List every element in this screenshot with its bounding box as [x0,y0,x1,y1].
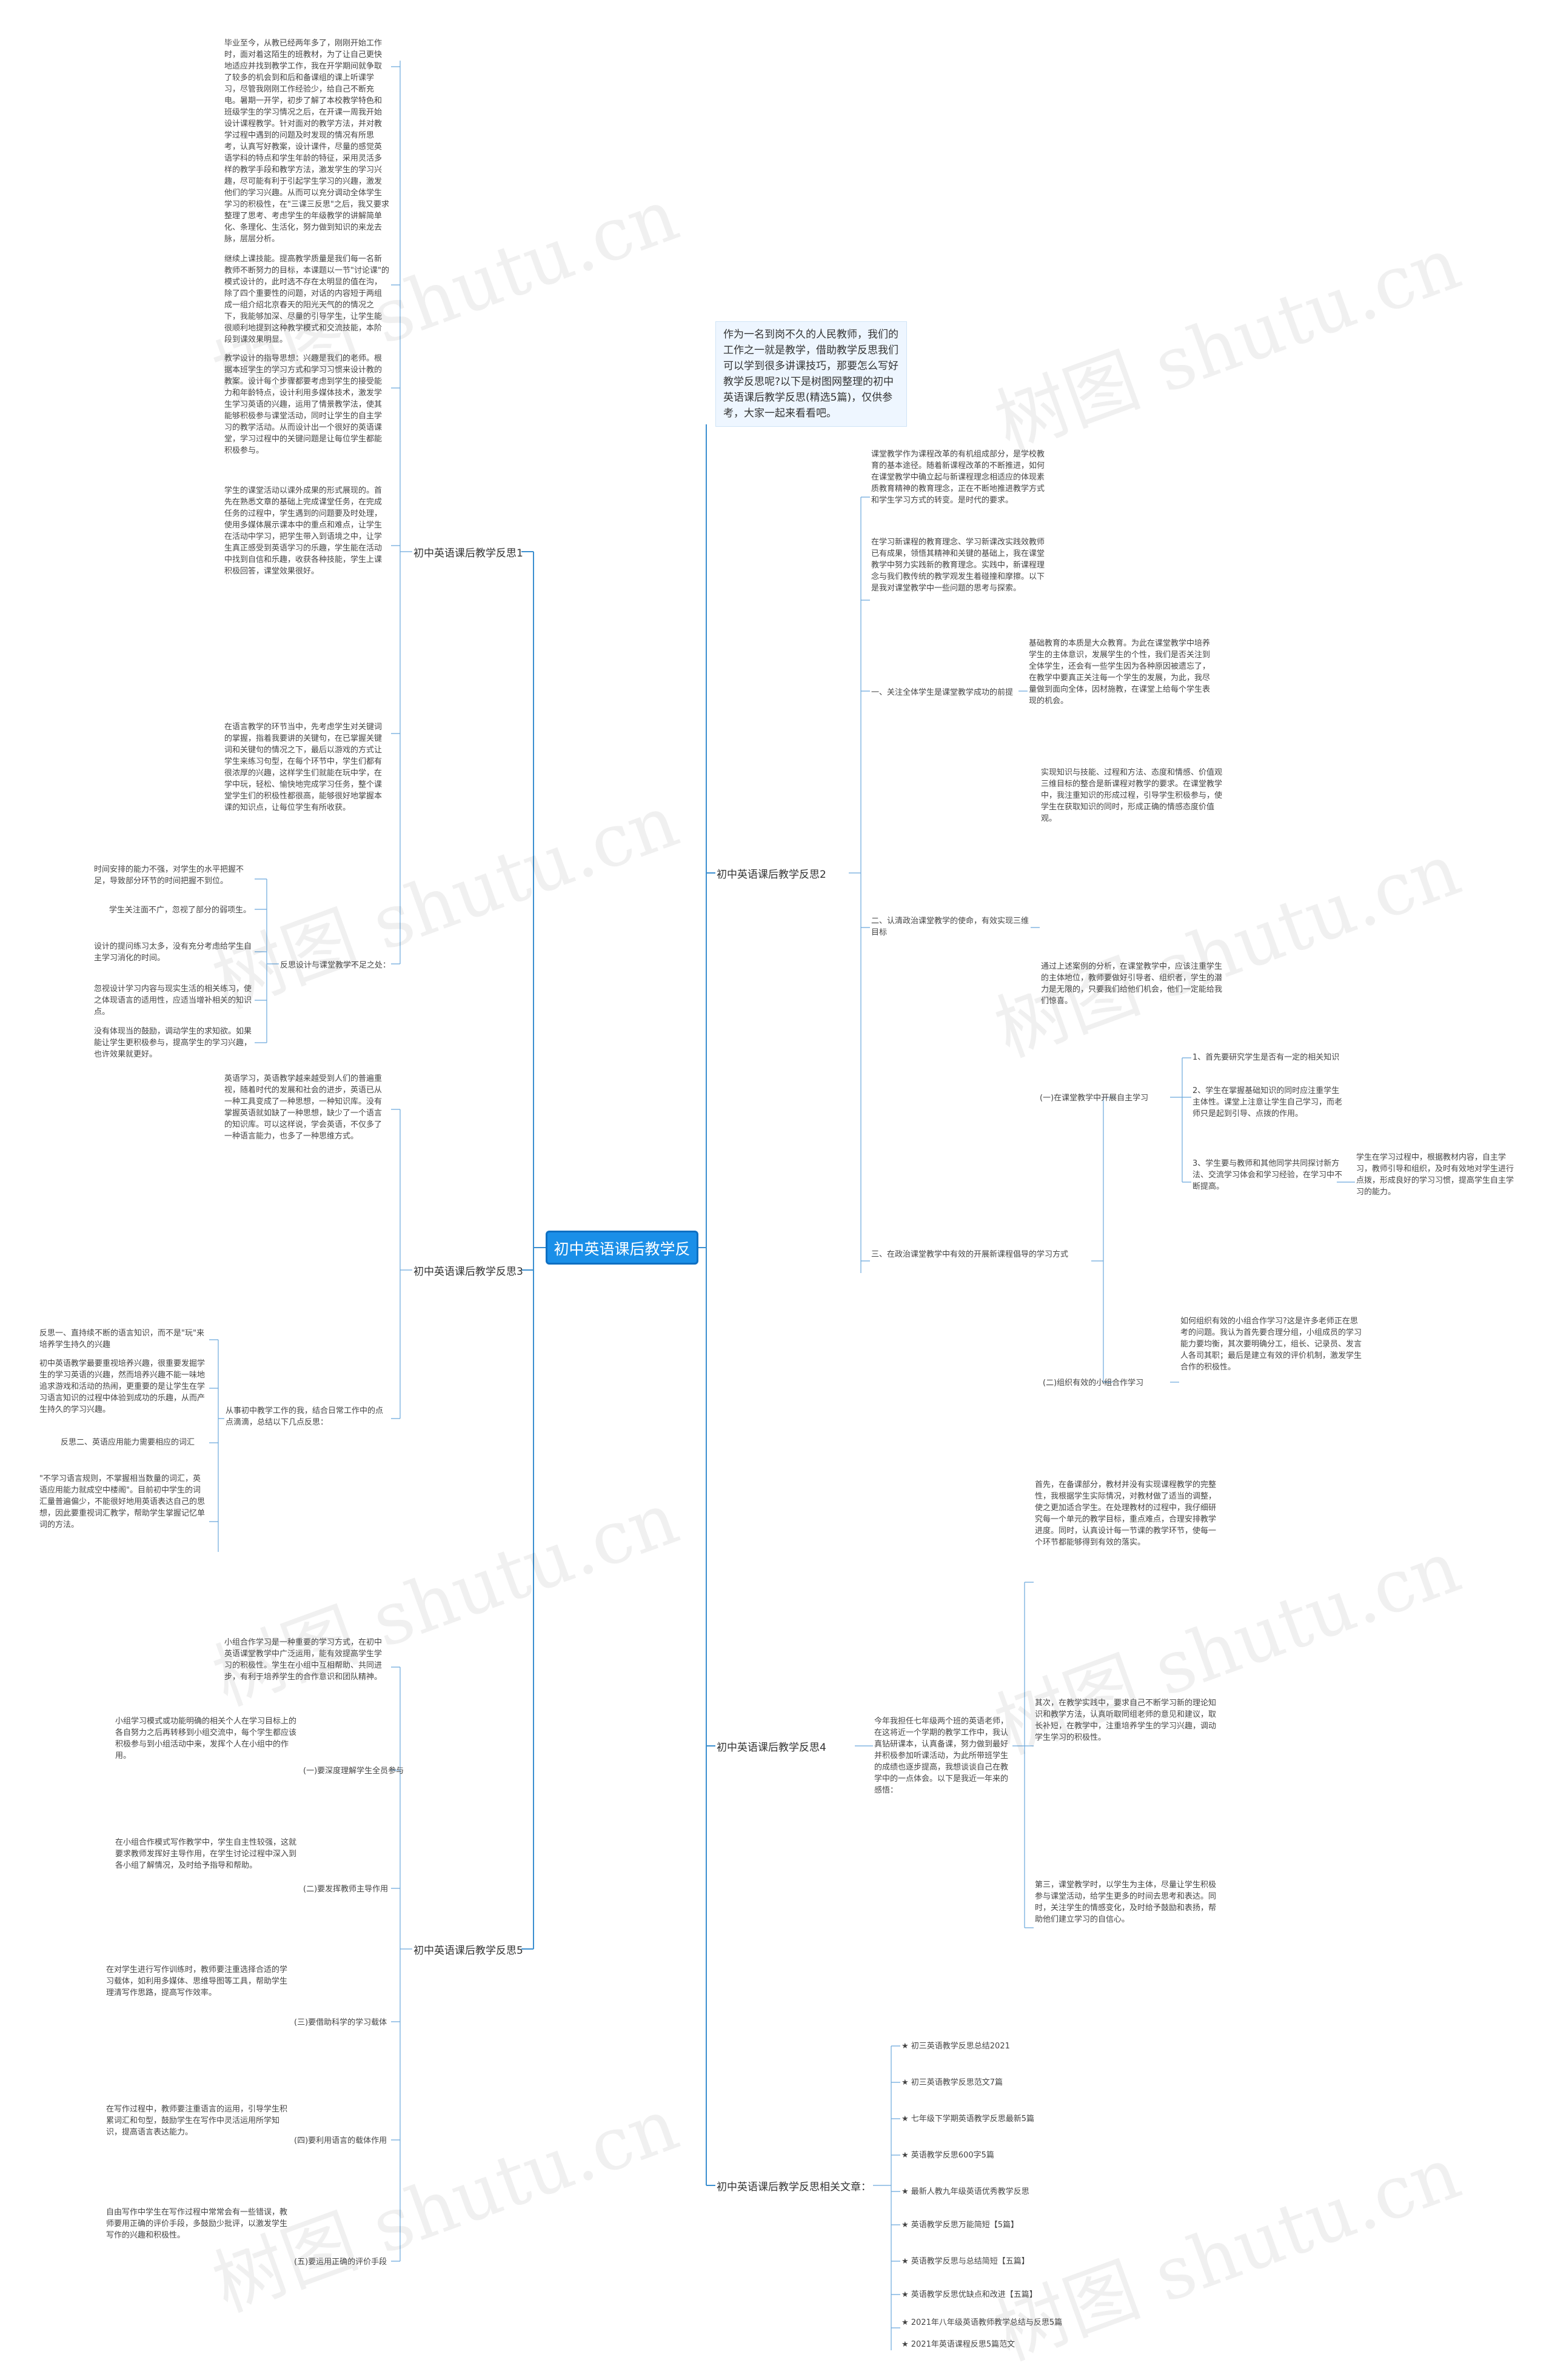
related-article-link[interactable]: ★ 英语教学反思优缺点和改进【五篇】 [901,2290,1037,2299]
b5-heading-5[interactable]: (五)要运用正确的评价手段 [294,2258,387,2267]
b1-shortcoming-5: 没有体现当的鼓励，调动学生的求知欲。如果能让学生更积极参与，提高学生的学习兴趣，… [94,1027,252,1059]
b5-paragraph-1: 小组合作学习是一种重要的学习方式，在初中英语课堂教学中广泛运用，能有效提高学生学… [224,1638,383,1682]
intro-text: 作为一名到岗不久的人民教师，我们的工作之一就是教学，借助教学反思我们可以学到很多… [715,321,907,427]
b4-paragraph-2: 首先，在备课部分，教材并没有实现课程教学的完整性，我根据学生实际情况，对教材做了… [1035,1480,1217,1547]
related-article-link[interactable]: ★ 最新人教九年级英语优秀教学反思 [901,2187,1029,2196]
b4-paragraph-3: 其次，在教学实践中，要求自己不断学习新的理论知识和教学方法，认真听取同组老师的意… [1035,1699,1217,1742]
branch-related-articles[interactable]: 初中英语课后教学反思相关文章： [717,2181,871,2193]
branch-reflection-1[interactable]: 初中英语课后教学反思1 [413,547,523,560]
b2-paragraph-2: 在学习新课程的教育理念、学习新课改实践效教师已有成果，领悟其精神和关键的基础上，… [871,538,1045,593]
b2-heading-3[interactable]: 三、在政治课堂教学中有效的开展新课程倡导的学习方式 [871,1250,1069,1259]
b5-heading-3[interactable]: (三)要借助科学的学习载体 [294,2018,387,2027]
root-topic[interactable]: 初中英语课后教学反思 [546,1231,698,1292]
related-article-link[interactable]: ★ 英语教学反思与总结简短【五篇】 [901,2257,1029,2266]
b1-paragraph-5: 在语言教学的环节当中，先考虑学生对关键词的掌握，指着我要讲的关键句，在已掌握关键… [224,723,383,812]
related-article-link[interactable]: ★ 2021年英语课程反思5篇范文 [901,2340,1015,2349]
b3-summary-heading[interactable]: 从事初中教学工作的我，结合日常工作中的点点滴滴，总结以下几点反思： [226,1406,384,1427]
related-article-link[interactable]: ★ 2021年八年级英语教师教学总结与反思5篇 [901,2318,1063,2327]
b5-heading-2[interactable]: (二)要发挥教师主导作用 [303,1885,389,1894]
b4-paragraph-1: 今年我担任七年级两个班的英语老师，在这将近一个学期的教学工作中，我认真钻研课本，… [874,1717,1009,1795]
b1-paragraph-4: 学生的课堂活动以课外成果的形式展现的。首先在熟悉文章的基础上完成课堂任务，在完成… [224,486,383,576]
b1-shortcoming-3: 设计的提问练习太多，没有充分考虑给学生自主学习消化的时间。 [94,942,252,963]
b3-paragraph-1: 英语学习，英语教学越来越受到人们的普遍重视，随着时代的发展和社会的进步，英语已从… [224,1074,383,1141]
b2-point-2: 2、学生在掌握基础知识的同时应注重学生主体性。课堂上注意让学生自己学习，而老师只… [1192,1086,1343,1118]
b2-point-1: 1、首先要研究学生是否有一定的相关知识 [1192,1053,1340,1062]
b5-heading-4[interactable]: (四)要利用语言的载体作用 [294,2136,387,2145]
b5-paragraph-6: 自由写作中学生在写作过程中常常会有一些错误，教师要用正确的评价手段，多鼓励少批评… [106,2208,288,2240]
b2-point-3: 3、学生要与教师和其他同学共同探讨新方法、交流学习体会和学习经验，在学习中不断提… [1192,1159,1343,1191]
b4-paragraph-4: 第三，课堂教学时，以学生为主体，尽量让学生积极参与课堂活动，给学生更多的时间去思… [1035,1880,1217,1924]
b2-heading-2[interactable]: 二、认清政治课堂教学的使命，有效实现三维目标 [871,917,1029,937]
b2-subheading-b[interactable]: (二)组织有效的小组合作学习 [1043,1379,1144,1388]
b3-paragraph-3: "不学习语言规则，不掌握相当数量的词汇，英语应用能力就成空中楼阁"。目前初中学生… [39,1474,206,1529]
branch-reflection-2[interactable]: 初中英语课后教学反思2 [717,869,826,881]
b2-subheading-a[interactable]: (一)在课堂教学中开展自主学习 [1040,1094,1149,1103]
related-article-link[interactable]: ★ 七年级下学期英语教学反思最新5篇 [901,2114,1035,2124]
b1-shortcoming-1: 时间安排的能力不强，对学生的水平把握不足，导致部分环节的时间把握不到位。 [94,865,244,886]
b1-shortcomings-heading[interactable]: 反思设计与课堂教学不足之处： [280,961,391,970]
b3-paragraph-2: 初中英语教学最要重视培养兴趣，很重要发掘学生的学习英语的兴趣，然而培养兴趣不能一… [39,1359,206,1414]
b1-paragraph-2: 继续上课技能。提高教学质量是我们每一名新教师不断努力的目标，本课题以一节"讨论课… [224,255,389,344]
related-article-link[interactable]: ★ 英语教学反思600字5篇 [901,2151,994,2160]
b1-shortcoming-4: 忽视设计学习内容与现实生活的相关练习，使之体现语言的适用性，应适当增补相关的知识… [94,984,252,1017]
b2-paragraph-3: 基础教育的本质是大众教育。为此在课堂教学中培养学生的主体意识，发展学生的个性，我… [1029,639,1211,706]
b5-paragraph-4: 在对学生进行写作训练时，教师要注重选择合适的学习载体，如利用多媒体、思维导图等工… [106,1965,288,1997]
b5-paragraph-2: 小组学习模式或功能明确的相关个人在学习目标上的各自努力之后再转移到小组交流中，每… [115,1717,297,1760]
b1-paragraph-3: 教学设计的指导思想：兴趣是我们的老师。根据本班学生的学习方式和学习习惯来设计教的… [224,354,383,455]
b3-reflection-two: 反思二、英语应用能力需要相应的词汇 [61,1438,195,1447]
b1-paragraph-1: 毕业至今，从教已经两年多了，刚刚开始工作时，面对着这陌生的班教材，为了让自己更快… [224,39,389,244]
related-article-link[interactable]: ★ 初三英语教学反思范文7篇 [901,2078,1003,2087]
b2-paragraph-6: 学生在学习过程中，根据教材内容，自主学习，教师引导和组织，及时有效地对学生进行点… [1356,1153,1514,1197]
b2-heading-1[interactable]: 一、关注全体学生是课堂教学成功的前提 [871,688,1014,697]
b3-reflection-one: 反思一、直持续不断的语言知识，而不是"玩"来培养学生持久的兴趣 [39,1329,204,1349]
b5-paragraph-3: 在小组合作模式写作教学中，学生自主性较强，这就要求教师发挥好主导作用，在学生讨论… [115,1838,297,1870]
branch-reflection-5[interactable]: 初中英语课后教学反思5 [413,1945,523,1957]
b1-shortcoming-2: 学生关注面不广，忽视了部分的弱项生。 [109,906,252,915]
branch-reflection-4[interactable]: 初中英语课后教学反思4 [717,1742,826,1754]
b5-paragraph-5: 在写作过程中，教师要注重语言的运用，引导学生积累词汇和句型，鼓励学生在写作中灵活… [106,2105,288,2137]
related-article-link[interactable]: ★ 英语教学反思万能简短【5篇】 [901,2221,1019,2230]
related-article-link[interactable]: ★ 初三英语教学反思总结2021 [901,2042,1010,2051]
b2-paragraph-1: 课堂教学作为课程改革的有机组成部分，是学校教育的基本途径。随着新课程改革的不断推… [871,450,1045,505]
branch-reflection-3[interactable]: 初中英语课后教学反思3 [413,1266,523,1278]
b2-paragraph-7: 如何组织有效的小组合作学习?这是许多老师正在思考的问题。我认为首先要合理分组，小… [1180,1317,1362,1372]
b5-heading-1[interactable]: (一)要深度理解学生全员参与 [303,1767,404,1776]
b2-paragraph-5: 通过上述案例的分析，在课堂教学中，应该注重学生的主体地位，教师要做好引导者、组织… [1041,962,1223,1006]
b2-paragraph-4: 实现知识与技能、过程和方法、态度和情感、价值观三维目标的整合是新课程对教学的要求… [1041,768,1223,823]
